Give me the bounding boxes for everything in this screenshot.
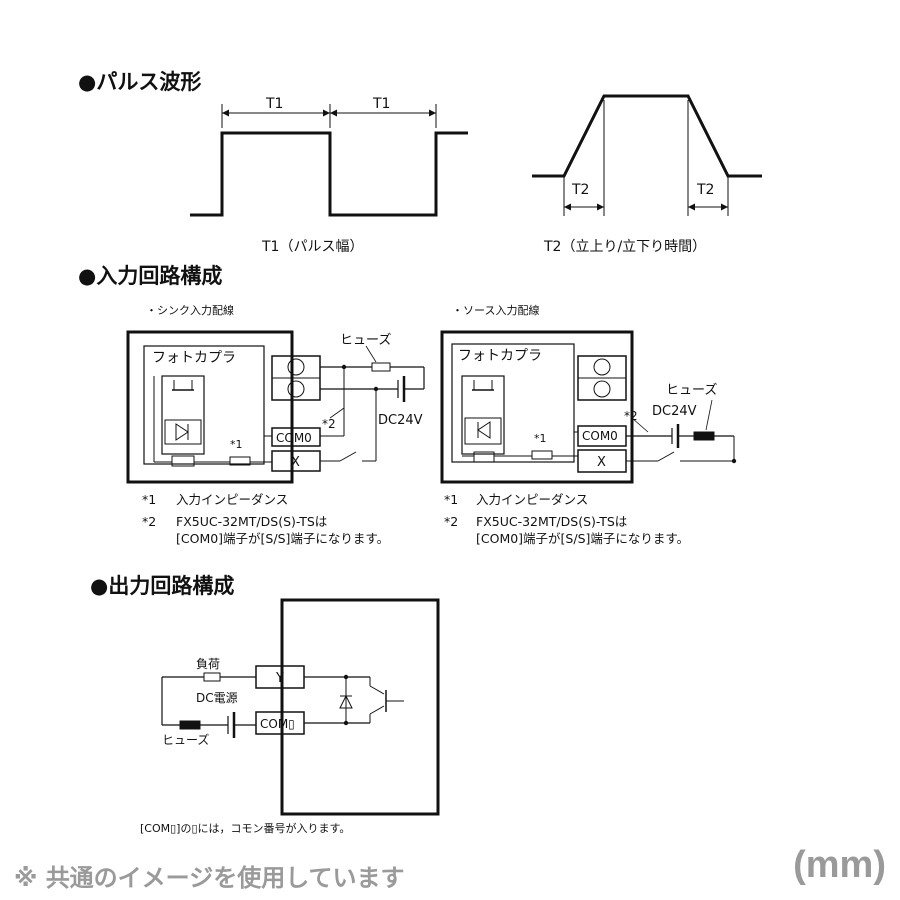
output-load-label: 負荷 — [196, 657, 220, 671]
source-x-terminal: X — [597, 455, 606, 470]
t2-dimension — [563, 100, 729, 216]
source-wiring-title: ・ソース入力配線 — [452, 304, 540, 317]
sink-wiring-title: ・シンク入力配線 — [146, 304, 234, 317]
pulse-width-caption: T1（パルス幅） — [262, 239, 364, 255]
sink-circuit — [126, 330, 425, 484]
sink-photocoupler-label: フォトカプラ — [152, 350, 236, 366]
t1-label-a: T1 — [265, 96, 283, 112]
sink-fuse-label: ヒューズ — [340, 332, 391, 348]
source-note2-line2: [COM0]端子が[S/S]端子になります。 — [476, 531, 690, 546]
sink-note1-text: 入力インピーダンス — [176, 492, 289, 507]
source-dc24v-label: DC24V — [652, 404, 697, 419]
sink-star2: *2 — [322, 417, 336, 431]
output-circuit-heading: ●出力回路構成 — [90, 574, 235, 598]
sink-note1-mark: *1 — [142, 492, 157, 507]
common-image-note: ※ 共通のイメージを使用しています — [14, 864, 405, 892]
sink-note2-mark: *2 — [142, 514, 157, 529]
sink-note2-line2: [COM0]端子が[S/S]端子になります。 — [176, 531, 390, 546]
output-com-note: [COM▯]の▯には，コモン番号が入ります。 — [140, 822, 351, 835]
t2-label-b: T2 — [696, 182, 714, 198]
source-star2: *2 — [624, 409, 638, 423]
source-circuit — [440, 330, 735, 484]
output-dc-power-label: DC電源 — [196, 691, 238, 705]
t1-dimension — [221, 104, 437, 128]
source-note1-text: 入力インピーダンス — [476, 492, 589, 507]
source-photocoupler-label: フォトカプラ — [458, 348, 542, 364]
source-note2-line1: FX5UC-32MT/DS(S)-TSは — [476, 514, 628, 529]
sink-x-terminal: X — [291, 455, 300, 470]
sink-com0-terminal: COM0 — [276, 431, 312, 445]
source-fuse-label: ヒューズ — [666, 382, 717, 398]
rise-fall-caption: T2（立上り/立下り時間） — [544, 239, 707, 255]
output-com-terminal: COM▯ — [260, 717, 295, 731]
sink-dc24v-label: DC24V — [378, 413, 423, 428]
source-com0-terminal: COM0 — [582, 429, 618, 443]
pulse-waveform-heading: ●パルス波形 — [78, 70, 202, 94]
source-star1: *1 — [534, 432, 547, 445]
t1-label-b: T1 — [372, 96, 390, 112]
square-pulse-waveform — [190, 131, 468, 217]
t2-label-a: T2 — [571, 182, 589, 198]
unit-label: (mm) — [793, 844, 886, 886]
source-note1-mark: *1 — [444, 492, 459, 507]
output-fuse-label: ヒューズ — [162, 732, 209, 747]
sink-star1: *1 — [230, 438, 243, 451]
source-note2-mark: *2 — [444, 514, 459, 529]
trapezoid-waveform — [532, 94, 762, 178]
output-y-terminal: Y — [275, 671, 284, 686]
input-circuit-heading: ●入力回路構成 — [78, 264, 223, 288]
sink-note2-line1: FX5UC-32MT/DS(S)-TSは — [176, 514, 328, 529]
output-circuit — [161, 598, 440, 816]
